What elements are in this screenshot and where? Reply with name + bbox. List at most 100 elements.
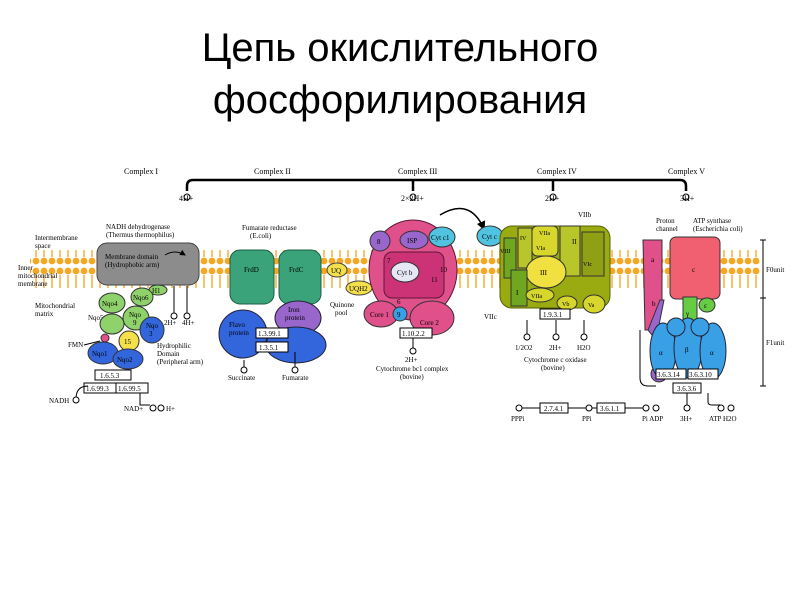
c4-viia2: VIIa xyxy=(531,294,542,300)
c2-succinate: Succinate xyxy=(228,374,255,382)
bottom-ec-1: 2.7.4.1 xyxy=(544,405,564,413)
c5-f0: F0unit xyxy=(766,266,784,274)
complex-1-label: Complex I xyxy=(124,167,158,176)
c4-h2o: H2O xyxy=(577,344,591,352)
c3-ec: 1.10.2.2 xyxy=(402,330,425,338)
complex-3: 8 ISP Cyt c1 7 10 11 Cyt b 6 Core 1 9 Co… xyxy=(364,209,484,381)
c1-matrix-4h: 4H+ xyxy=(182,319,195,327)
c5-ec-2: 3.6.3.10 xyxy=(689,371,712,379)
c3-core2: Core 2 xyxy=(420,319,439,327)
c2-fumarate: Fumarate xyxy=(282,374,308,382)
uqh2-label: UQH2 xyxy=(349,285,368,293)
c5-beta: β xyxy=(685,346,689,354)
c5-atp-h2o: ATP H2O xyxy=(709,415,737,423)
c5-b: b xyxy=(652,300,656,308)
bottom-ec-2: 3.6.1.1 xyxy=(600,405,620,413)
c1-nqo6: Nqo6 xyxy=(133,294,149,302)
c3-11: 11 xyxy=(431,276,438,284)
complex-5: Protonchannel ATP synthase(Escherichia c… xyxy=(640,217,784,423)
c1-nqo2: Nqo2 xyxy=(117,356,133,364)
c1-h1: H1 xyxy=(152,287,161,295)
title-line-2: фосфорилирования xyxy=(0,74,800,126)
c3-7: 7 xyxy=(387,257,391,265)
slide-title: Цепь окислительного фосфорилирования xyxy=(0,22,800,126)
c1-15: 15 xyxy=(124,338,132,346)
c4-o2: 1/2O2 xyxy=(515,344,533,352)
c3-isp: ISP xyxy=(407,237,417,245)
c1-nqo4: Nqo4 xyxy=(102,300,118,308)
cytc-label: Cyt c xyxy=(482,233,497,241)
c5-ec-1: 3.6.3.14 xyxy=(657,371,680,379)
c1-nadh: NADH xyxy=(49,397,69,405)
proton-c4: 2H+ xyxy=(545,194,560,203)
complex-2-label: Complex II xyxy=(254,167,291,176)
pppi-label: PPPi xyxy=(511,415,525,423)
c4-viib: VIIb xyxy=(578,211,592,219)
c4-ii: II xyxy=(572,238,577,246)
c3-6: 6 xyxy=(397,298,401,306)
complex-2: Fumarate reductase(E.coli) FrdD FrdC Fla… xyxy=(219,224,326,382)
c5-alpha-1: α xyxy=(659,349,663,357)
c4-viii: VIII xyxy=(500,249,510,255)
c5-ec-3: 3.6.3.6 xyxy=(677,385,697,393)
c1-fmn: FMN xyxy=(68,341,83,349)
c4-iii: III xyxy=(540,269,548,277)
c2-ec-1: 1.3.99.1 xyxy=(258,330,281,338)
c4-va: Va xyxy=(588,303,595,309)
proton-c3: 2×2H+ xyxy=(401,194,424,203)
c1-hplus: H+ xyxy=(166,405,175,413)
c3-8: 8 xyxy=(377,238,381,246)
complex-5-label: Complex V xyxy=(668,167,705,176)
complex-4: VIIb VIII IV VIIa VIa II VIc III I VIIa … xyxy=(484,211,610,372)
c1-ec-1: 1.6.5.3 xyxy=(100,372,120,380)
c4-viic: VIIc xyxy=(484,313,497,321)
c1-nad: NAD+ xyxy=(124,405,143,413)
oxidative-phosphorylation-diagram: Complex I Complex II Complex III Complex… xyxy=(0,160,800,450)
c4-vic: VIc xyxy=(583,262,592,268)
c4-vb: Vb xyxy=(562,302,569,308)
c4-iv: IV xyxy=(520,236,527,242)
c4-ec: 1.9.3.1 xyxy=(543,311,563,319)
c3-cytc1: Cyt c1 xyxy=(431,234,450,242)
ppi-label: PPi xyxy=(582,415,592,423)
c5-eps: ε xyxy=(704,302,707,310)
complex-3-label: Complex III xyxy=(398,167,438,176)
c4-via: VIa xyxy=(536,246,545,252)
c5-f1: F1unit xyxy=(766,339,784,347)
c2-ec-2: 1.3.5.1 xyxy=(259,344,279,352)
c1-matrix-2h: 2H+ xyxy=(164,319,177,327)
c3-matrix-2h: 2H+ xyxy=(405,356,418,364)
c3-name: Cytochrome bc1 complex(bovine) xyxy=(376,365,449,381)
c4-matrix-2h: 2H+ xyxy=(549,344,562,352)
c3-10: 10 xyxy=(440,266,448,274)
pi-adp-label: Pi ADP xyxy=(642,415,663,423)
proton-c1: 4H+ xyxy=(179,194,194,203)
c1-ec-3: 1.6.99.5 xyxy=(118,385,141,393)
c5-name: ATP synthase(Escherichia coli) xyxy=(693,217,743,233)
c3-cytb: Cyt b xyxy=(397,269,413,277)
c5-alpha-2: α xyxy=(710,349,714,357)
c5-c: c xyxy=(692,266,695,274)
title-line-1: Цепь окислительного xyxy=(0,22,800,74)
c2-frdd: FrdD xyxy=(244,266,259,274)
proton-c5: 3H+ xyxy=(680,194,695,203)
proton-pathway-line xyxy=(187,180,686,191)
c2-frdc: FrdC xyxy=(289,266,304,274)
c3-9: 9 xyxy=(397,311,401,319)
c3-core1: Core 1 xyxy=(370,311,389,319)
c2-name: Fumarate reductase(E.coli) xyxy=(242,224,297,240)
bottom-reactions: PPPi 2.7.4.1 PPi 3.6.1.1 Pi ADP xyxy=(511,403,663,423)
c1-nqo1: Nqo1 xyxy=(92,350,108,358)
c1-ec-2: 1.6.99.3 xyxy=(86,385,109,393)
c1-membrane-label: Membrane domain(Hydrophobic arm) xyxy=(105,253,160,269)
uq-label: UQ xyxy=(331,267,341,275)
c5-gamma: γ xyxy=(685,310,689,318)
c4-viia: VIIa xyxy=(539,231,550,237)
c4-name: Cytochrome c oxidase(bovine) xyxy=(524,356,587,372)
c5-out-3h: 3H+ xyxy=(680,415,693,423)
region-matrix: Mitochondrialmatrix xyxy=(35,302,75,318)
